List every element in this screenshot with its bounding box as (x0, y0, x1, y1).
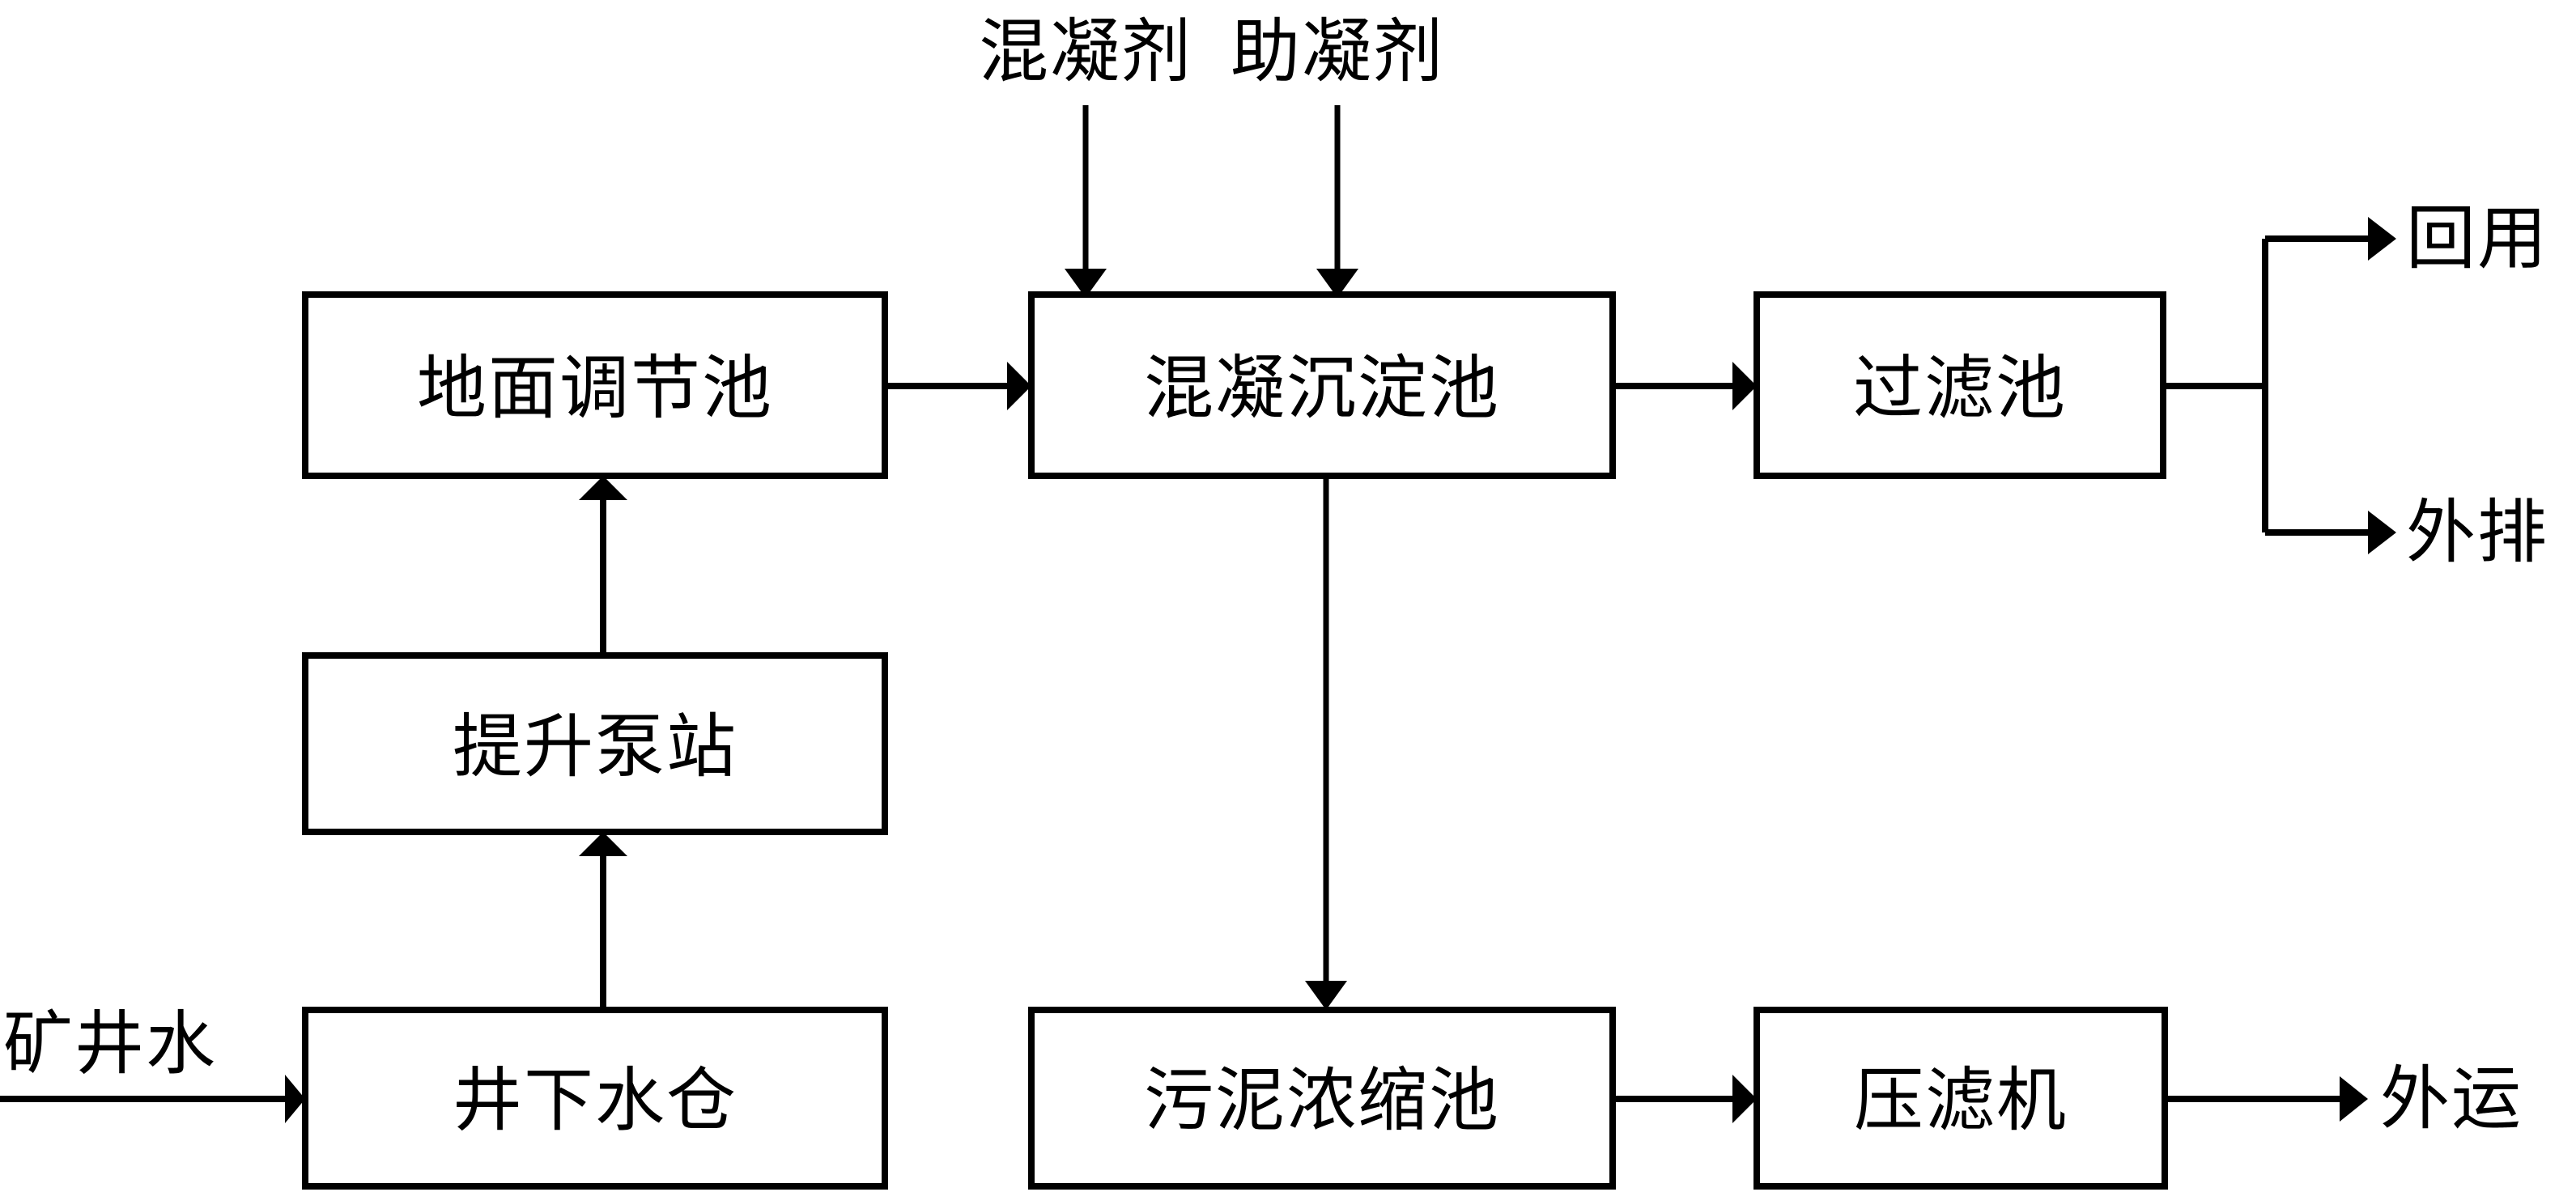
node-underground-water-sump[interactable]: 井下水仓 (302, 1007, 888, 1190)
edge-coagulation-tank-to-sludge-tank (1305, 476, 1347, 1010)
node-label-surface-regulating-tank: 地面调节池 (417, 348, 773, 429)
io-label-coagulant-aid: 助凝剂 (1231, 11, 1444, 92)
node-label-filter-press: 压滤机 (1854, 1060, 2068, 1141)
edge-filter-press-to-transport (2165, 1076, 2368, 1122)
io-label-mine-water: 矿井水 (3, 1003, 217, 1084)
io-label-reuse: 回用 (2406, 198, 2548, 279)
node-label-lifting-pump-station: 提升泵站 (453, 706, 738, 787)
node-label-underground-water-sump: 井下水仓 (453, 1060, 738, 1141)
io-label-coagulant: 混凝剂 (979, 11, 1192, 92)
node-surface-regulating-tank[interactable]: 地面调节池 (302, 291, 888, 479)
edge-coagulant-aid-dosing (1316, 105, 1358, 298)
node-lifting-pump-station[interactable]: 提升泵站 (302, 652, 888, 835)
node-filter-press[interactable]: 压滤机 (1753, 1007, 2168, 1190)
edge-filter-tank-branch (2163, 217, 2396, 554)
edge-sludge-tank-to-filter-press (1613, 1075, 1757, 1123)
edge-regulating-tank-to-coagulation-tank (885, 362, 1031, 410)
node-label-coagulation-sedimentation-tank: 混凝沉淀池 (1144, 348, 1500, 429)
edge-mine-water-to-sump (0, 1075, 305, 1123)
edge-sump-to-pump-station (579, 832, 627, 1010)
edge-coagulant-dosing (1065, 105, 1107, 298)
node-label-sludge-thickening-tank: 污泥浓缩池 (1144, 1060, 1500, 1141)
edge-pump-station-to-regulating-tank (579, 476, 627, 655)
node-coagulation-sedimentation-tank[interactable]: 混凝沉淀池 (1028, 291, 1616, 479)
edge-coagulation-tank-to-filter-tank (1613, 362, 1757, 410)
node-filter-tank[interactable]: 过滤池 (1753, 291, 2166, 479)
node-sludge-thickening-tank[interactable]: 污泥浓缩池 (1028, 1007, 1616, 1190)
io-label-external-discharge: 外排 (2406, 492, 2548, 573)
io-label-external-transport: 外运 (2380, 1058, 2523, 1139)
node-label-filter-tank: 过滤池 (1853, 348, 2067, 429)
